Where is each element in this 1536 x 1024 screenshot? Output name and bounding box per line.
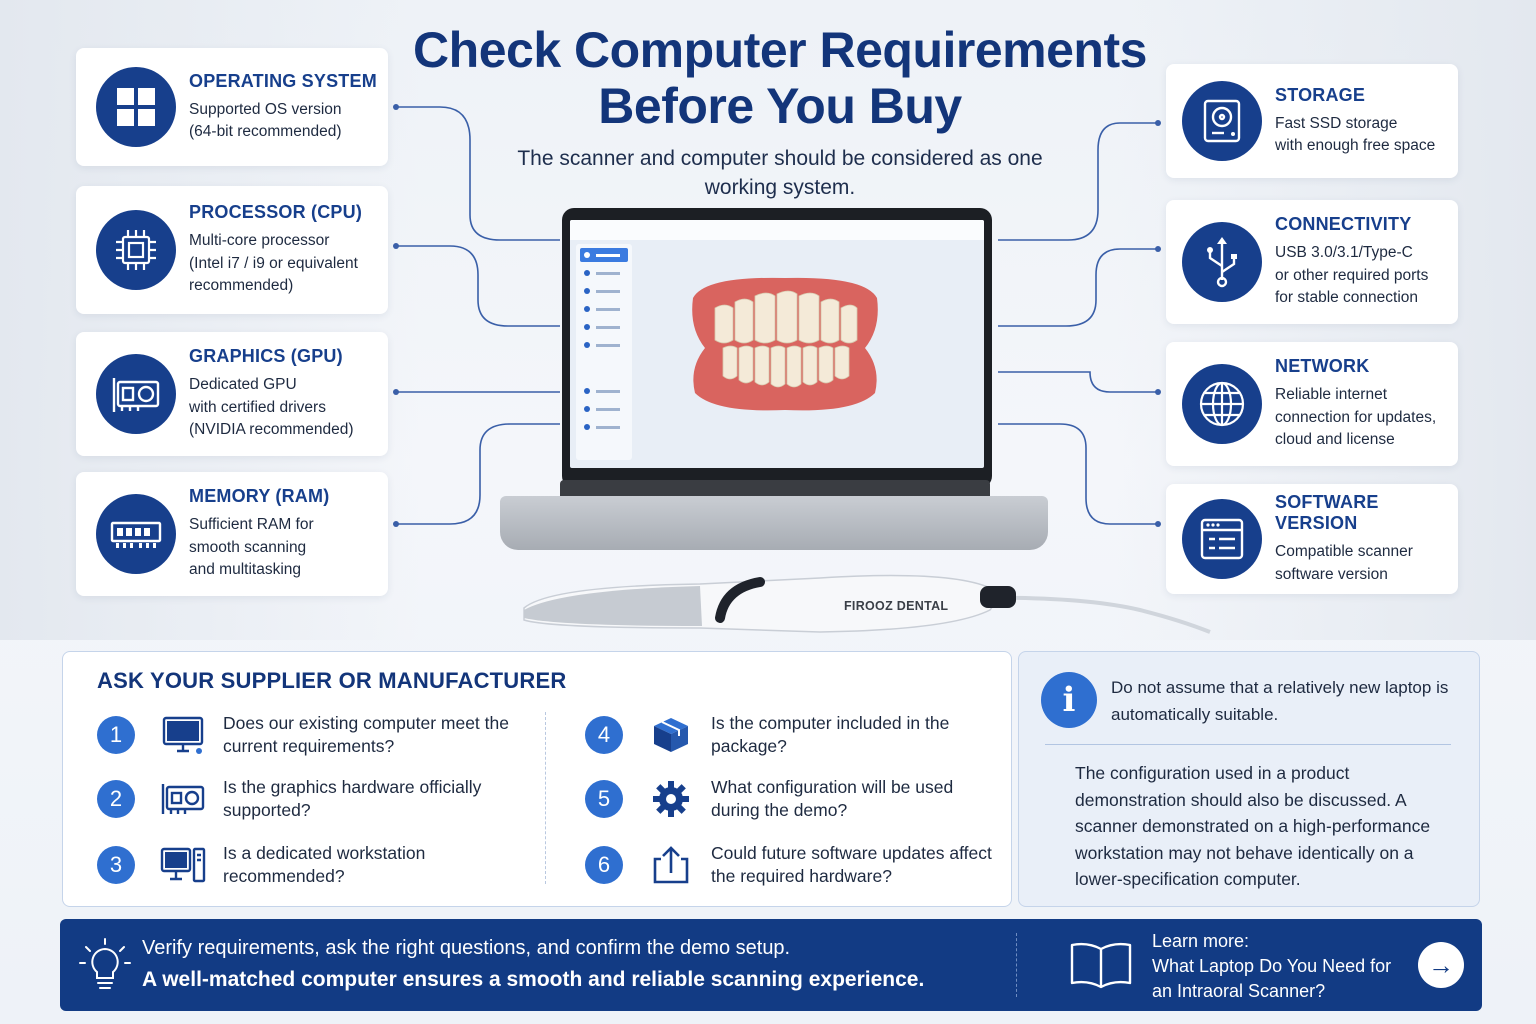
card-graphics: GRAPHICS (GPU) Dedicated GPU with certif… (76, 332, 388, 456)
question-text: What configuration will be used during t… (711, 777, 954, 820)
scanner-brand: FIROOZ DENTAL (844, 599, 949, 613)
question-text: Could future software updates affect the… (711, 843, 992, 886)
question-item: 1 Does our existing computer meet the cu… (97, 712, 513, 758)
info-body-text: The configuration used in a product demo… (1075, 763, 1431, 889)
card-title: OPERATING SYSTEM (189, 70, 377, 91)
card-connectivity: CONNECTIVITY USB 3.0/3.1/Type-C or other… (1166, 200, 1458, 324)
ask-supplier-panel: ASK YOUR SUPPLIER OR MANUFACTURER 1 Does… (62, 651, 1012, 907)
question-item: 5 What configuration will be used during… (585, 776, 1001, 822)
panel-divider (545, 712, 546, 884)
card-desc: Fast SSD storage with enough free space (1275, 114, 1436, 155)
monitor-icon (159, 715, 207, 755)
cpu-chip-icon (96, 210, 176, 290)
card-title: SOFTWARE VERSION (1275, 492, 1379, 533)
card-title: NETWORK (1275, 356, 1370, 377)
footer-line-1: Verify requirements, ask the right quest… (142, 937, 791, 959)
card-desc: Supported OS version (64-bit recommended… (189, 100, 342, 141)
footer-divider (1016, 933, 1017, 997)
card-storage: STORAGE Fast SSD storage with enough fre… (1166, 64, 1458, 178)
gear-icon (647, 779, 695, 819)
laptop-base (500, 496, 1048, 550)
question-item: 4 Is the computer included in the packag… (585, 712, 1001, 758)
card-desc: Dedicated GPU with certified drivers (NV… (189, 376, 354, 439)
lightbulb-icon (79, 938, 131, 989)
page-subtitle: The scanner and computer should be consi… (517, 147, 1043, 199)
windows-icon (96, 67, 176, 147)
footer-line-2: A well-matched computer ensures a smooth… (142, 968, 925, 991)
question-item: 2 Is the graphics hardware officially su… (97, 776, 513, 822)
question-number: 4 (585, 716, 623, 754)
package-box-icon (647, 715, 695, 755)
intraoral-scanner: FIROOZ DENTAL (520, 548, 1220, 648)
upload-icon (647, 845, 695, 885)
card-title: STORAGE (1275, 84, 1366, 105)
laptop-screen-bezel (562, 208, 992, 488)
ask-panel-title: ASK YOUR SUPPLIER OR MANUFACTURER (97, 668, 567, 693)
question-text: Is the computer included in the package? (711, 713, 950, 756)
question-number: 5 (585, 780, 623, 818)
question-item: 6 Could future software updates affect t… (585, 842, 1001, 888)
card-title: GRAPHICS (GPU) (189, 346, 343, 367)
dental-scan-model-icon (692, 277, 878, 411)
laptop (500, 208, 1048, 568)
question-text: Is the graphics hardware officially supp… (223, 777, 482, 820)
card-desc: Compatible scanner software version (1275, 543, 1413, 583)
learn-more-link[interactable]: Learn more: What Laptop Do You Need for … (1152, 929, 1412, 1004)
footer-banner: Verify requirements, ask the right quest… (60, 919, 1482, 1011)
card-operating-system: OPERATING SYSTEM Supported OS version (6… (76, 48, 388, 166)
card-software-version: SOFTWARE VERSION Compatible scanner soft… (1166, 484, 1458, 594)
question-number: 2 (97, 780, 135, 818)
info-icon: i (1041, 672, 1097, 728)
info-warning-text: Do not assume that a relatively new lapt… (1111, 678, 1449, 724)
globe-icon (1182, 364, 1262, 444)
software-window-icon (1182, 499, 1262, 579)
card-desc: USB 3.0/3.1/Type-C or other required por… (1275, 244, 1429, 307)
question-number: 6 (585, 846, 623, 884)
app-topbar (570, 220, 984, 240)
graphics-card-icon (159, 779, 207, 819)
info-divider (1045, 744, 1451, 745)
workstation-icon (159, 845, 207, 885)
page-title: Check Computer Requirements Before You B… (413, 22, 1147, 134)
card-title: MEMORY (RAM) (189, 486, 330, 507)
app-sidebar (576, 244, 632, 460)
question-number: 3 (97, 846, 135, 884)
card-desc: Sufficient RAM for smooth scanning and m… (189, 516, 314, 579)
ram-module-icon (96, 494, 176, 574)
question-text: Does our existing computer meet the curr… (223, 713, 509, 756)
arrow-right-button[interactable]: → (1418, 942, 1464, 988)
open-book-icon (1070, 942, 1132, 989)
card-title: CONNECTIVITY (1275, 214, 1412, 235)
usb-icon (1182, 222, 1262, 302)
card-title: PROCESSOR (CPU) (189, 202, 363, 223)
learn-more-label: Learn more: (1152, 931, 1250, 951)
card-memory: MEMORY (RAM) Sufficient RAM for smooth s… (76, 472, 388, 596)
graphics-card-icon (96, 354, 176, 434)
question-number: 1 (97, 716, 135, 754)
card-processor: PROCESSOR (CPU) Multi-core processor (In… (76, 186, 388, 314)
question-text: Is a dedicated workstation recommended? (223, 843, 426, 886)
card-desc: Reliable internet connection for updates… (1275, 386, 1437, 449)
laptop-screen (570, 220, 984, 468)
learn-more-title: What Laptop Do You Need for an Intraoral… (1152, 956, 1392, 1001)
hard-drive-icon (1182, 81, 1262, 161)
question-item: 3 Is a dedicated workstation recommended… (97, 842, 513, 888)
card-desc: Multi-core processor (Intel i7 / i9 or e… (189, 232, 358, 295)
card-network: NETWORK Reliable internet connection for… (1166, 342, 1458, 466)
info-panel: i Do not assume that a relatively new la… (1018, 651, 1480, 907)
